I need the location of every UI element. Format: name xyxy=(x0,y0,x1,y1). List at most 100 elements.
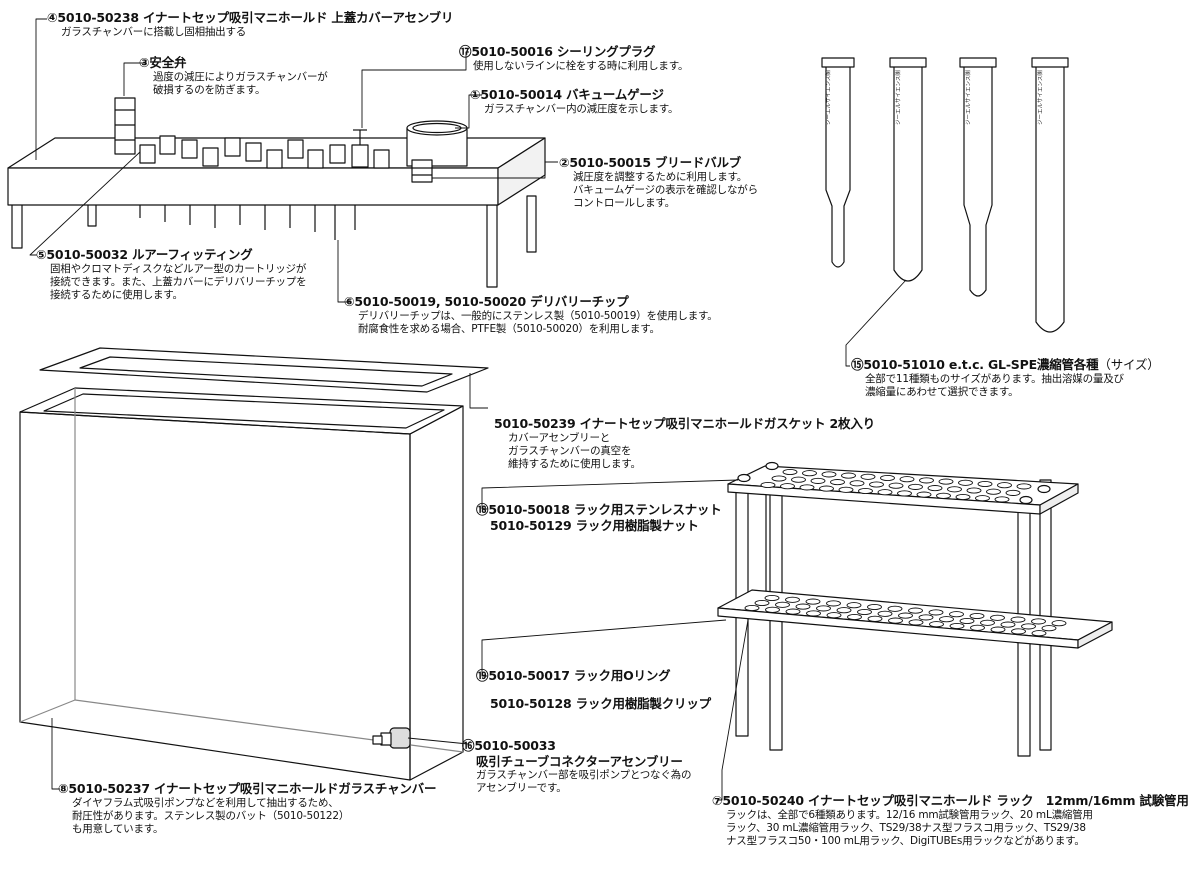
rack-hole xyxy=(849,480,865,487)
rack-hole xyxy=(760,481,776,489)
label-part-3: ③安全弁 過度の減圧によりガラスチャンバーが 破損するのを防ぎます。 xyxy=(139,55,328,97)
label-part-5: ⑤5010-50032 ルアーフィッティング 固相やクロマトディスクなどルアー型… xyxy=(36,247,307,302)
rack-hole xyxy=(1005,489,1021,496)
rack-hole xyxy=(955,493,971,501)
rack-hole xyxy=(929,621,944,628)
rack-hole xyxy=(771,475,787,482)
rack-hole xyxy=(782,468,798,476)
rack-hole xyxy=(877,610,893,617)
part-title-suffix: （サイズ） xyxy=(1098,357,1160,372)
rack-hole xyxy=(938,478,954,485)
rack-hole xyxy=(887,605,903,612)
tube-print-label: ジーエルサイエンス㈱ xyxy=(1036,70,1044,125)
part-description: 固相やクロマトディスクなどルアー型のカートリッジが xyxy=(50,262,307,275)
rack-hole xyxy=(806,610,821,617)
part-description: 過度の減圧によりガラスチャンバーが xyxy=(153,70,328,83)
rack-hole xyxy=(949,622,965,630)
rack-hole xyxy=(791,476,806,483)
rack-hole xyxy=(908,619,924,626)
rack-hole xyxy=(1051,620,1067,627)
part-number-badge: ⑦ xyxy=(712,793,723,808)
rack-hole xyxy=(997,482,1012,489)
part-description: ガラスチャンバーの真空を xyxy=(508,444,632,457)
part-title: 5010-50019, 5010-50020 デリバリーチップ xyxy=(354,294,629,309)
tube-print-label: ジーエルサイエンス㈱ xyxy=(824,70,832,125)
rack-hole xyxy=(830,479,845,486)
part-description: 耐腐食性を求める場合、PTFE製（5010-50020）を利用します。 xyxy=(358,322,660,335)
rack-hole xyxy=(821,471,837,478)
rack-hole xyxy=(888,482,904,489)
rack-hole xyxy=(977,480,993,488)
part-title: 安全弁 xyxy=(149,55,187,70)
part-number-badge: ⑤ xyxy=(36,247,47,262)
safety-valve xyxy=(114,97,136,155)
label-part-8: ⑧5010-50237 イナートセップ吸引マニホールドガラスチャンバー ダイヤフ… xyxy=(58,781,436,836)
rack-hole xyxy=(836,607,852,614)
rack-hole xyxy=(826,612,842,619)
part-title: 吸引チューブコネクターアセンブリー xyxy=(476,753,683,769)
label-part-16: ⑯5010-50033 吸引チューブコネクターアセンブリー ガラスチャンバー部を… xyxy=(462,738,691,796)
rack-hole xyxy=(1031,618,1046,625)
part-title: 5010-50014 バキュームゲージ xyxy=(480,87,664,102)
rack-hole xyxy=(959,617,975,625)
part-description: コントロールします。 xyxy=(573,196,675,209)
rack-hole xyxy=(858,487,873,495)
part-number-badge: ⑮ xyxy=(851,357,864,372)
part-description: ナス型フラスコ50・100 mL用ラック、DigiTUBEs用ラックなどがありま… xyxy=(726,834,1085,847)
rack-hole xyxy=(897,490,912,497)
part-number-badge: ⑧ xyxy=(58,781,69,796)
rack-hole xyxy=(846,602,862,609)
rack-hole xyxy=(880,474,895,482)
part-description: 濃縮量にあわせて選択できます。 xyxy=(865,385,1019,398)
rack-hole xyxy=(980,619,995,626)
bleed-valve xyxy=(411,159,433,183)
part-description: も用意しています。 xyxy=(72,822,164,835)
rack-hole xyxy=(754,599,770,607)
rack-hole xyxy=(867,603,882,611)
rack-hole xyxy=(990,626,1006,633)
part-title: 5010-50032 ルアーフィッティング xyxy=(46,247,253,262)
part-description: ラック、30 mL濃縮管用ラック、TS29/38ナス型フラスコ用ラック、TS29… xyxy=(726,821,1086,834)
part-number-badge: ⑱ xyxy=(476,502,489,517)
part-description: ガラスチャンバー内の減圧度を示します。 xyxy=(484,102,679,115)
rack-hole xyxy=(939,616,954,623)
rack-hole xyxy=(908,483,923,490)
vacuum-gauge xyxy=(406,120,468,167)
rack-hole xyxy=(847,613,862,621)
rack-hole xyxy=(986,488,1001,495)
part-number-badge: ③ xyxy=(139,55,150,70)
part-description: アセンブリーです。 xyxy=(476,782,567,795)
part-title: 5010-50015 ブリードバルブ xyxy=(569,155,742,170)
rack-hole xyxy=(927,485,943,492)
concentration-tubes xyxy=(821,57,1069,333)
part-description: ラックは、全部で6種類あります。12/16 mm試験管用ラック、20 mL濃縮管… xyxy=(726,808,1093,821)
part-description: 接続するために使用します。 xyxy=(50,288,183,301)
rack-hole xyxy=(949,611,964,618)
part-description: デリバリーチップは、一般的にステンレス製（5010-50019）を使用します。 xyxy=(358,309,718,322)
rack-hole xyxy=(936,492,951,499)
part-title: 5010-50239 イナートセップ吸引マニホールドガスケット 2枚入り xyxy=(494,416,875,431)
rack-hole xyxy=(898,612,913,619)
rack-hole xyxy=(969,612,985,620)
part-description: バキュームゲージの表示を確認しながら xyxy=(573,183,758,196)
rack-hole xyxy=(860,473,876,480)
rack-hole xyxy=(765,606,780,613)
rack-hole xyxy=(869,481,884,488)
part-title: 5010-51010 e.t.c. GL-SPE濃縮管各種 xyxy=(863,357,1099,372)
label-part-2: ②5010-50015 ブリードバルブ 減圧度を調整するために利用します。 バキ… xyxy=(559,155,758,210)
rack-hole xyxy=(919,477,934,484)
rack-hole xyxy=(816,605,831,612)
rack-hole xyxy=(994,496,1010,503)
part-title: 5010-50238 イナートセップ吸引マニホールド 上蓋カバーアセンブリ xyxy=(57,10,454,25)
part-title: 5010-50128 ラック用樹脂製クリップ xyxy=(490,695,711,711)
part-title: 5010-50016 シーリングプラグ xyxy=(471,44,656,59)
part-description: ダイヤフラム式吸引ポンプなどを利用して抽出するため、 xyxy=(72,796,339,809)
part-description: 接続できます。また、上蓋カバーにデリバリーチップを xyxy=(50,275,307,288)
rack-hole xyxy=(908,607,923,614)
label-part-19: ⑲5010-50017 ラック用Oリング 5010-50128 ラック用樹脂製ク… xyxy=(476,668,711,711)
label-gasket: 5010-50239 イナートセップ吸引マニホールドガスケット 2枚入り カバー… xyxy=(494,416,875,471)
part-description: ガラスチャンバー部を吸引ポンプとつなぐ為の xyxy=(476,769,692,782)
tube-prints: ジーエルサイエンス㈱ ジーエルサイエンス㈱ ジーエルサイエンス㈱ ジーエルサイエ… xyxy=(824,70,1044,125)
rack-hole xyxy=(785,596,800,603)
